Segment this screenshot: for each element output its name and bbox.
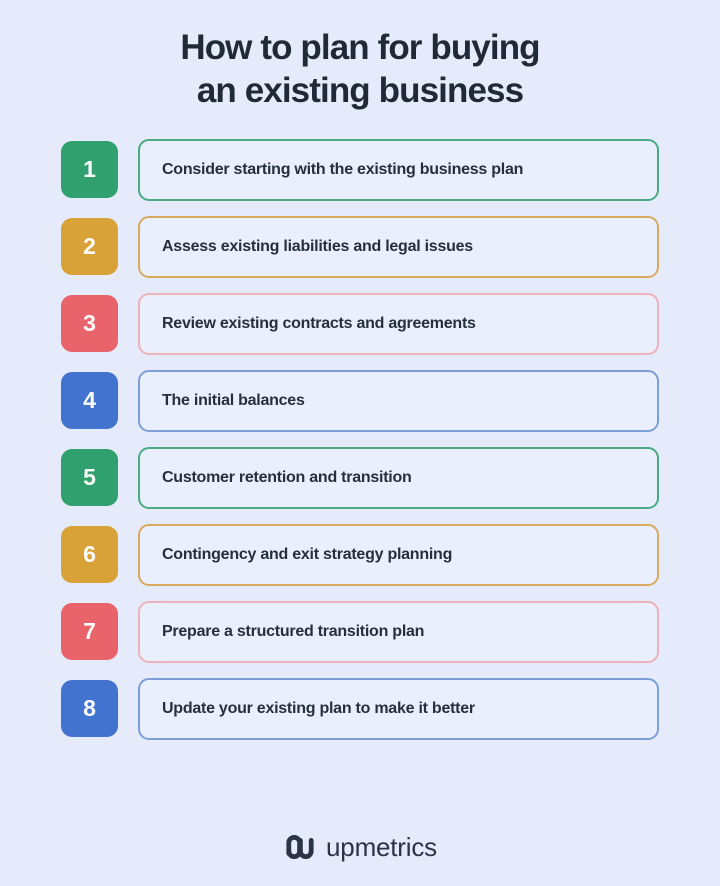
step-row-5: 5 Customer retention and transition: [61, 446, 659, 509]
step-label-6: Contingency and exit strategy planning: [162, 546, 453, 564]
step-label-5: Customer retention and transition: [162, 469, 412, 487]
footer-branding: upmetrics: [0, 830, 720, 864]
step-box-4: The initial balances: [138, 369, 659, 432]
step-row-4: 4 The initial balances: [61, 369, 659, 432]
step-number-7: 7: [83, 618, 96, 645]
step-number-badge-7: 7: [61, 603, 118, 661]
step-row-3: 3 Review existing contracts and agreemen…: [61, 292, 659, 355]
step-label-4: The initial balances: [162, 392, 305, 410]
step-number-badge-8: 8: [61, 680, 118, 738]
step-number-3: 3: [83, 310, 96, 337]
step-number-4: 4: [83, 387, 96, 414]
step-label-7: Prepare a structured transition plan: [162, 623, 425, 641]
step-number-badge-6: 6: [61, 526, 118, 584]
step-label-2: Assess existing liabilities and legal is…: [162, 238, 473, 256]
step-row-1: 1 Consider starting with the existing bu…: [61, 138, 659, 201]
upmetrics-m-logo-icon: [286, 835, 314, 859]
steps-list: 1 Consider starting with the existing bu…: [61, 138, 659, 740]
page-title: How to plan for buying an existing busin…: [50, 26, 670, 113]
step-number-badge-5: 5: [61, 449, 118, 507]
step-label-1: Consider starting with the existing busi…: [162, 161, 524, 179]
step-number-badge-1: 1: [61, 141, 118, 199]
title-line-2: an existing business: [196, 71, 524, 111]
step-box-3: Review existing contracts and agreements: [138, 292, 659, 355]
brand-name: upmetrics: [326, 832, 437, 862]
step-box-7: Prepare a structured transition plan: [138, 600, 659, 663]
step-box-2: Assess existing liabilities and legal is…: [138, 215, 659, 278]
step-row-8: 8 Update your existing plan to make it b…: [61, 677, 659, 740]
step-number-2: 2: [83, 233, 96, 260]
step-row-7: 7 Prepare a structured transition plan: [61, 600, 659, 663]
step-number-badge-2: 2: [61, 218, 118, 276]
step-number-badge-4: 4: [61, 372, 118, 430]
step-row-2: 2 Assess existing liabilities and legal …: [61, 215, 659, 278]
step-box-1: Consider starting with the existing busi…: [138, 138, 659, 201]
step-label-3: Review existing contracts and agreements: [162, 315, 476, 333]
step-number-5: 5: [83, 464, 96, 491]
step-number-1: 1: [83, 156, 96, 183]
step-box-5: Customer retention and transition: [138, 446, 659, 509]
title-line-1: How to plan for buying: [180, 28, 540, 67]
step-row-6: 6 Contingency and exit strategy planning: [61, 523, 659, 586]
step-number-badge-3: 3: [61, 295, 118, 353]
step-box-6: Contingency and exit strategy planning: [138, 523, 659, 586]
step-box-8: Update your existing plan to make it bet…: [138, 677, 659, 740]
step-number-8: 8: [83, 695, 96, 722]
step-number-6: 6: [83, 541, 96, 568]
step-label-8: Update your existing plan to make it bet…: [162, 700, 475, 718]
